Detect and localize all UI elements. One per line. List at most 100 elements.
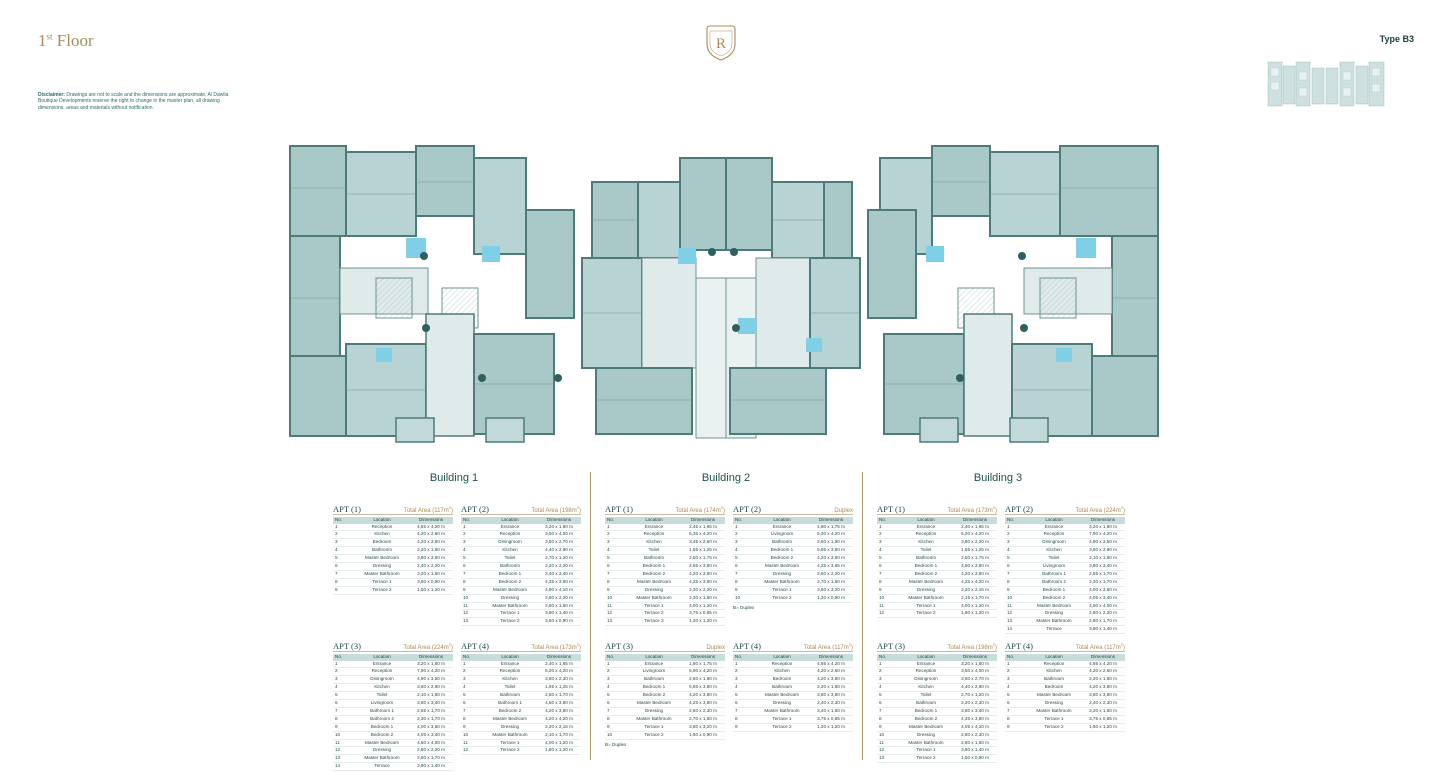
row-dimensions: 3,75 x 0,85 m bbox=[1081, 715, 1125, 724]
row-number: 4 bbox=[605, 683, 627, 693]
area-prefix: Total Area bbox=[675, 508, 703, 514]
col-no: No. bbox=[333, 517, 355, 524]
row-dimensions: 4,20 x 3,80 m bbox=[681, 570, 725, 579]
apartment-header: APT (3) Total Area (198m2) bbox=[877, 641, 997, 652]
row-dimensions: 3,50 x 4,00 m bbox=[537, 530, 581, 540]
row-number: 12 bbox=[461, 746, 483, 756]
area-unit: 2 bbox=[1120, 642, 1123, 647]
row-number: 7 bbox=[733, 570, 755, 579]
row-dimensions: 4,05 x 3,40 m bbox=[1081, 594, 1125, 603]
row-dimensions: 3,80 x 2,20 m bbox=[953, 538, 997, 548]
row-location: Bathroom bbox=[1027, 675, 1081, 685]
row-number: 3 bbox=[605, 538, 627, 548]
row-dimensions: 7,90 x 4,20 m bbox=[1081, 530, 1125, 540]
row-number: 13 bbox=[605, 617, 627, 627]
row-dimensions: 4,20 x 3,80 m bbox=[681, 691, 725, 701]
row-location: Master Bedroom bbox=[627, 699, 681, 708]
row-dimensions: 6,20 x 4,20 m bbox=[537, 667, 581, 677]
row-location: Bedroom bbox=[355, 538, 409, 548]
col-dimensions: Dimensions bbox=[1081, 654, 1125, 661]
row-dimensions: 4,00 x 3,60 m bbox=[409, 723, 453, 732]
apartment-name: APT (2) bbox=[1005, 504, 1033, 514]
apartment-header: APT (4)Total Area (117m2) bbox=[1005, 641, 1125, 652]
row-dimensions: 3,20 x 1,60 m bbox=[409, 570, 453, 579]
row-location: Entrance bbox=[899, 523, 953, 532]
row-location: Bedroom bbox=[1027, 683, 1081, 693]
crest-logo: R bbox=[706, 25, 736, 61]
row-number: 8 bbox=[461, 578, 483, 587]
row-dimensions: 2,20 x 2,15 m bbox=[537, 723, 581, 732]
row-location: Livingroom bbox=[755, 530, 809, 540]
area-prefix: Total Area bbox=[531, 508, 559, 514]
row-number: 12 bbox=[1005, 609, 1027, 619]
row-dimensions: 4,50 x 3,80 m bbox=[953, 562, 997, 571]
col-dimensions: Dimensions bbox=[537, 517, 581, 524]
row-location: Terrace 2 bbox=[355, 586, 409, 595]
floor-number: 1 bbox=[38, 31, 47, 50]
row-dimensions: 1,20 x 0,90 m bbox=[809, 594, 853, 603]
plan-building-3 bbox=[867, 145, 1159, 443]
row-dimensions: 1,80 x 1,20 m bbox=[537, 746, 581, 756]
row-number: 7 bbox=[461, 570, 483, 579]
row-dimensions: 3,40 x 3,40 m bbox=[537, 570, 581, 579]
col-no: No. bbox=[733, 517, 755, 524]
row-dimensions: 1,80 x 1,20 m bbox=[953, 609, 997, 619]
floor-suffix: st bbox=[46, 31, 53, 42]
row-number: 1 bbox=[733, 660, 755, 669]
row-number: 3 bbox=[605, 675, 627, 685]
row-location: Bedroom 2 bbox=[355, 731, 409, 740]
row-location: Bedroom 2 bbox=[755, 554, 809, 564]
row-dimensions: 4,40 x 2,90 m bbox=[537, 546, 581, 556]
row-location: Bedroom 1 bbox=[355, 723, 409, 732]
row-number: 2 bbox=[877, 667, 899, 677]
col-no: No. bbox=[461, 654, 483, 661]
area-unit: 2 bbox=[576, 505, 579, 510]
plan-building-2 bbox=[581, 157, 861, 439]
row-number: 6 bbox=[733, 699, 755, 708]
row-dimensions: 2,70 x 1,60 m bbox=[809, 578, 853, 587]
building-1-title: Building 1 bbox=[429, 472, 479, 484]
apartment-note: B= Duplex bbox=[733, 604, 755, 610]
row-location: Reception bbox=[755, 660, 809, 669]
row-dimensions: 4,65 x 4,20 m bbox=[409, 523, 453, 532]
apartment-name: APT (3) bbox=[877, 641, 905, 651]
row-dimensions: 2,30 x 1,60 m bbox=[681, 594, 725, 603]
row-number: 1 bbox=[605, 660, 627, 669]
col-no: No. bbox=[333, 654, 355, 661]
row-number: 2 bbox=[333, 667, 355, 677]
row-location: Terrace 1 bbox=[755, 586, 809, 595]
row-dimensions: 2,15 x 1,70 m bbox=[953, 594, 997, 603]
col-no: No. bbox=[733, 654, 755, 661]
row-dimensions: 4,20 x 2,60 m bbox=[409, 530, 453, 540]
apartment-area: Total Area (198m2) bbox=[947, 642, 997, 651]
row-location: Reception bbox=[627, 530, 681, 540]
row-dimensions: 1,20 x 1,20 m bbox=[809, 723, 853, 732]
row-number: 10 bbox=[333, 731, 355, 740]
row-number: 1 bbox=[461, 660, 483, 669]
row-location: Entrance bbox=[1027, 523, 1081, 532]
row-dimensions: 2,20 x 2,15 m bbox=[953, 586, 997, 595]
row-location: Master Bedroom bbox=[355, 739, 409, 748]
row-number: 11 bbox=[333, 739, 355, 748]
row-location: Bathroom bbox=[483, 691, 537, 701]
